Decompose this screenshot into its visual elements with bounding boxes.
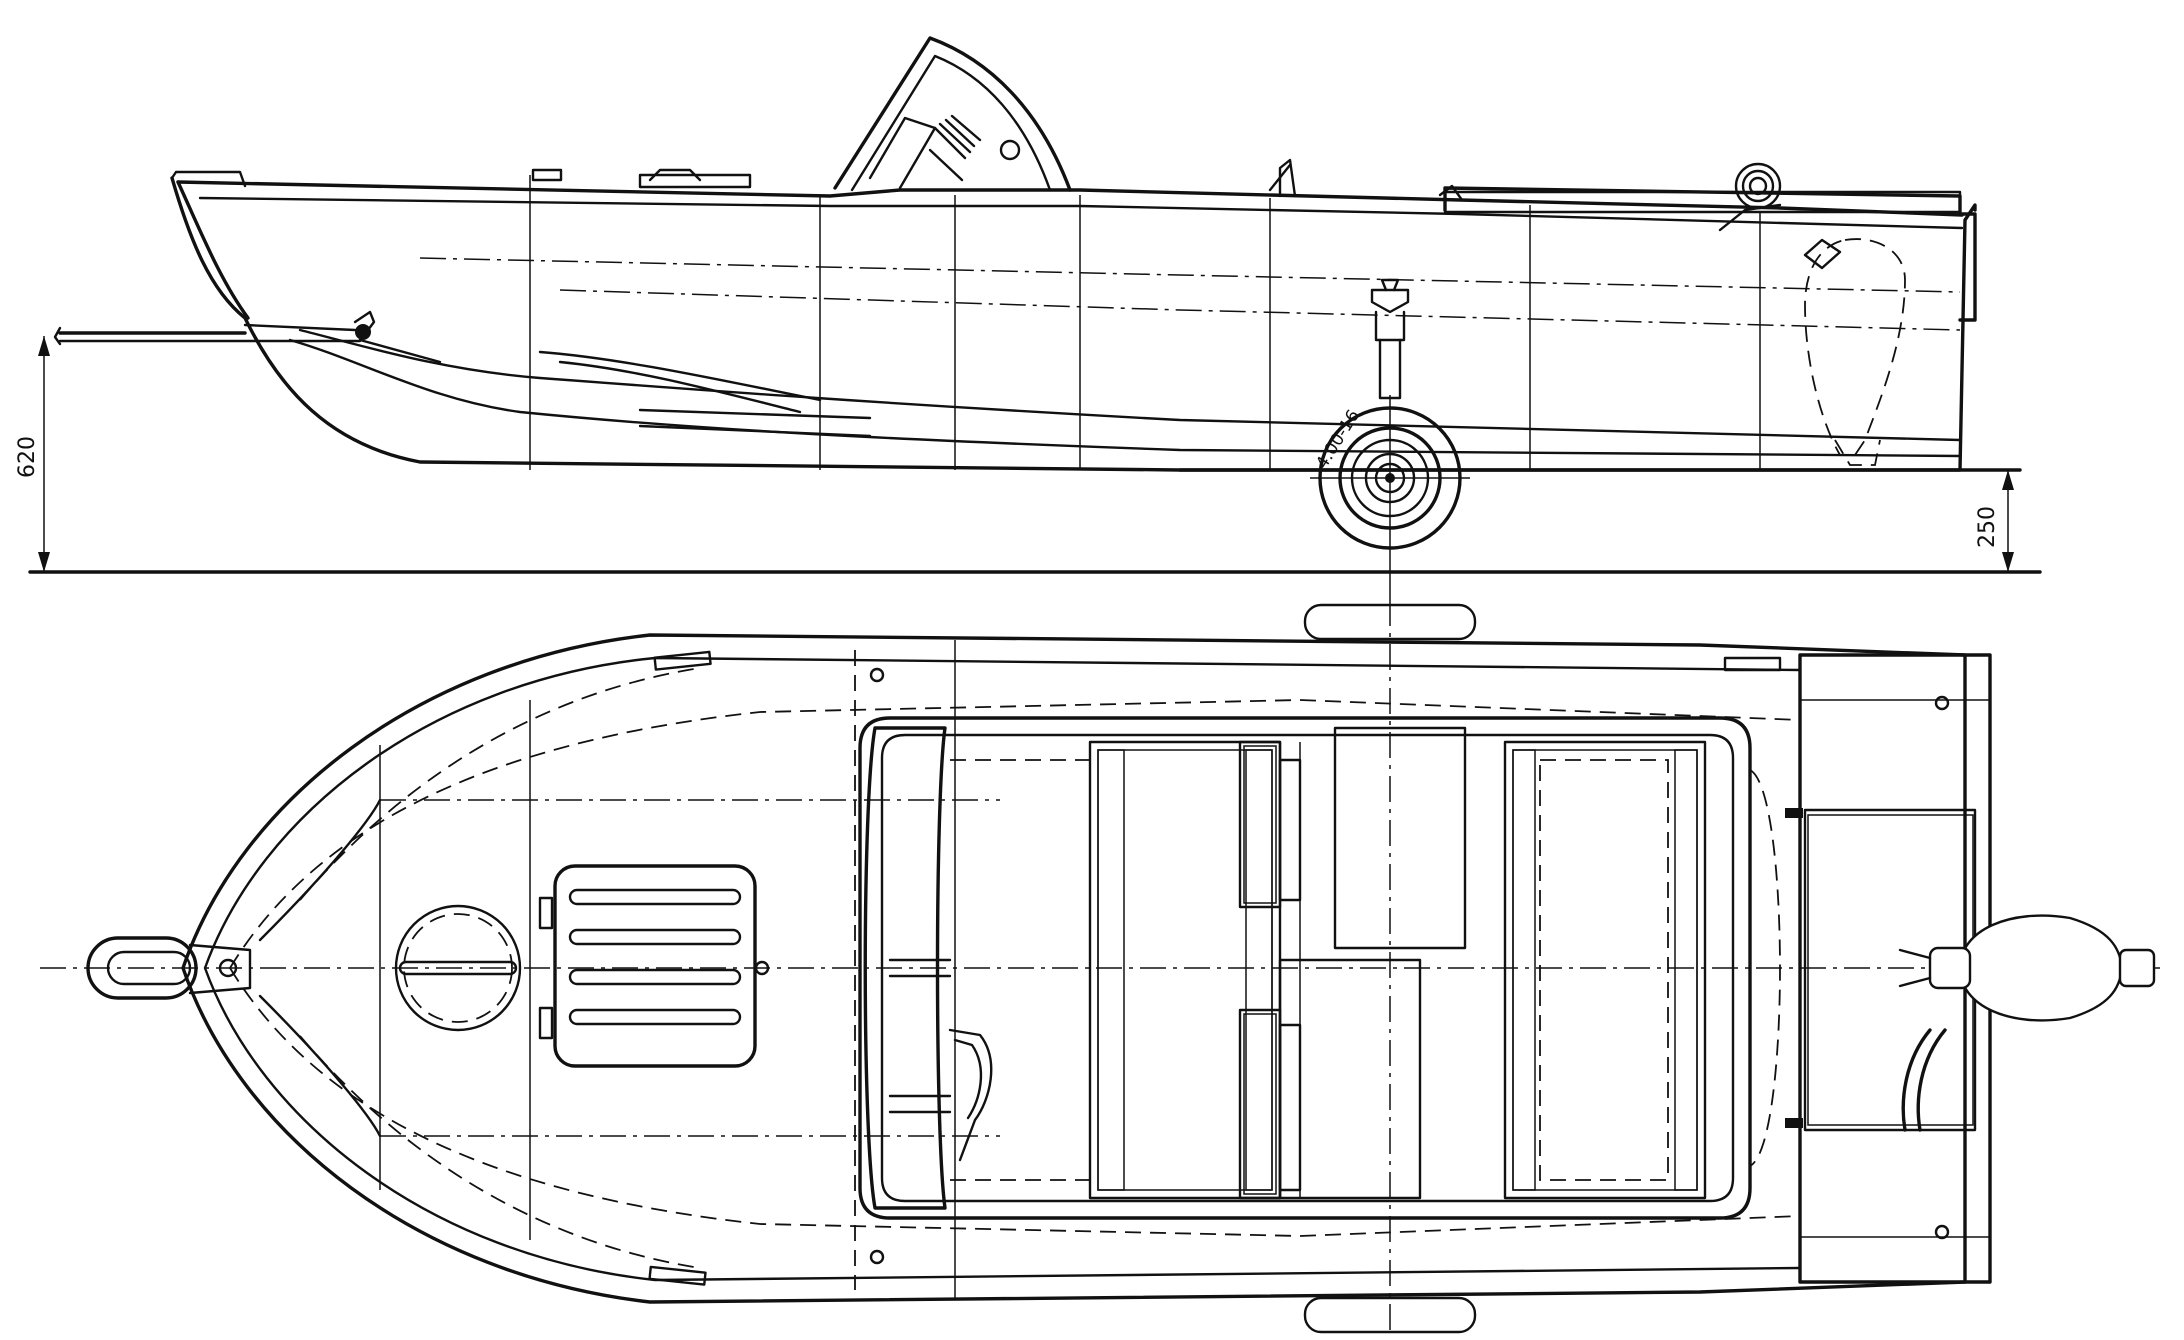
outboard-motor [1804,238,1906,456]
windshield-vent [999,139,1021,161]
deck-cleat-bow [531,168,563,182]
transom [1443,186,1977,322]
spray-rail-2 [558,360,802,414]
seat-backs [1238,740,1302,1200]
hull-deck-edge [203,656,1802,1282]
windshield [833,36,1072,192]
deck-hatch [638,173,752,189]
deck-cleat-mid [648,168,702,182]
waterline [419,257,1961,293]
motor-mount [1803,238,1842,270]
chine-plan-4 [299,1035,701,1269]
dimension-620-label: 620 [15,436,40,478]
fender-top [1303,603,1477,641]
motor-skeg [1834,439,1881,466]
outboard-motor-plan [1898,914,2156,1132]
floor-panel [1278,958,1422,1200]
side-view: 4.00-16 620 250 [15,36,2042,600]
chine-upper [298,328,1962,442]
plan-view [40,600,2160,1335]
bow-eye [86,936,252,1000]
inspection-port [394,904,522,1032]
chine-plan-1 [229,699,1801,969]
spray-plan-2 [258,994,382,1138]
bow-stem [176,180,250,320]
bow-deck [170,170,247,188]
rope-line [1718,203,1782,232]
front-seat [1088,740,1282,1200]
steering-spring [933,114,982,160]
chine-plan-2 [229,967,1801,1237]
tow-hitch [53,310,376,346]
center-console [1333,726,1467,950]
cockpit-coaming-inner [880,733,1735,1203]
fender-bottom [1303,1296,1477,1334]
rear-bench [1503,740,1707,1200]
stern-deck [1443,190,1962,214]
windshield-plan [863,726,947,1210]
windshield-frame [868,116,937,190]
dimension-250-label: 250 [1975,506,2000,548]
strake-2 [638,424,872,438]
sheer-line [176,180,1964,217]
steering-wheel [928,148,964,182]
wheel-post [1370,278,1410,400]
spray-rail [538,350,822,402]
steering-plan [888,958,993,1162]
chine-plan-3 [299,667,701,901]
chine-lower [288,338,1962,458]
rope-coil [1734,162,1782,210]
trailer-frame [358,338,442,364]
seat-back [1278,158,1297,198]
windshield-inner [850,54,1052,192]
station-line-horizontal [559,289,1961,331]
strake-1 [638,408,872,420]
dimension-620: 620 [15,336,50,572]
stern-cleat [1438,184,1464,202]
spray-plan-1 [258,798,382,942]
dimension-250: 250 [1975,470,2014,572]
hull-profile [170,176,1977,472]
forward-hatch [538,864,770,1068]
cockpit-coaming [858,716,1752,1220]
station-lines [529,175,1761,470]
